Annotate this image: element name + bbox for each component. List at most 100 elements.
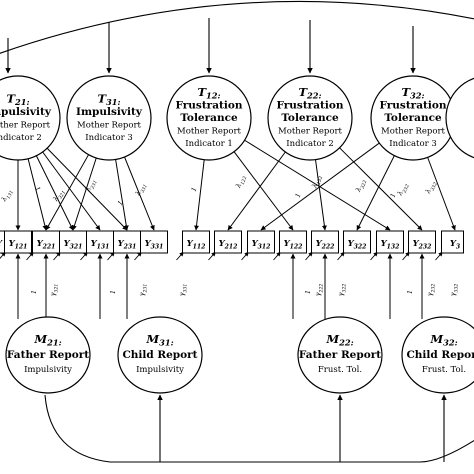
method-factor-title: M22: <box>325 332 353 348</box>
observed-label: Y312 <box>252 239 271 251</box>
trait-factor-line: Mother Report <box>381 127 446 137</box>
trait-loading-path <box>227 151 286 231</box>
observed-label: Y222 <box>316 239 335 251</box>
trait-loading-path <box>260 142 380 231</box>
observed-label: Y121 <box>9 239 28 251</box>
method-factor-line: Father Report <box>299 349 381 361</box>
observed-box <box>247 230 275 254</box>
observed-box <box>214 230 242 254</box>
trait-loading-label: λ332 <box>423 179 439 196</box>
trait-loading-path <box>46 147 128 231</box>
trait-factor-line: Indicator 3 <box>389 139 437 149</box>
observed-label: Y232 <box>413 239 432 251</box>
observed-label: Y212 <box>219 239 238 251</box>
trait-factor-line: Indicator 2 <box>286 139 334 149</box>
trait-factor-line: Indicator 2 <box>0 133 42 143</box>
trait-loading-path <box>244 139 391 231</box>
fixed-method-loading-label: 1 <box>304 290 312 294</box>
trait-loading-path <box>27 158 48 231</box>
fixed-loading-label: 1 <box>294 192 303 198</box>
observed-label: Y231 <box>118 239 137 251</box>
observed-label: Y122 <box>284 239 303 251</box>
observed-box <box>279 230 307 254</box>
observed-box <box>140 230 168 254</box>
method-factor-node <box>5 316 91 394</box>
trait-loading-label: λ122 <box>234 174 249 191</box>
method-factor-line: Child Report <box>406 349 474 361</box>
method-factor-title: M32: <box>429 332 457 348</box>
method-factor-title: M31: <box>145 332 173 348</box>
method-loading-label: γ232 <box>426 284 437 297</box>
trait-factor-line: Impulsivity <box>0 106 52 118</box>
trait-factor-line: Mother Report <box>0 120 51 130</box>
observed-label: Y132 <box>381 239 400 251</box>
trait-factor-node <box>445 77 474 159</box>
trait-factor-node <box>267 75 353 161</box>
observed-label: Y331 <box>145 239 164 251</box>
trait-loading-path <box>124 156 155 231</box>
method-factor-line: Child Report <box>122 349 197 361</box>
trait-factor-line: Frustration <box>276 100 343 112</box>
trait-loading-path <box>35 155 74 231</box>
method-loading-label: γ222 <box>314 284 325 297</box>
method-factor-title: M21: <box>33 332 61 348</box>
trait-factor-line: Tolerance <box>180 112 238 124</box>
trait-loading-path <box>42 151 101 231</box>
trait-loading-path <box>315 159 327 231</box>
observed-label: Y3 <box>450 239 461 251</box>
observed-box <box>311 230 339 254</box>
trait-factor-node <box>166 75 252 161</box>
trait-loading-path <box>115 159 129 231</box>
trait-factor-line: Mother Report <box>177 127 242 137</box>
observed-label: Y322 <box>348 239 367 251</box>
trait-factor-title: T12: <box>197 85 220 101</box>
trait-factor-title: T22: <box>298 85 321 101</box>
method-factor-line: Father Report <box>7 349 89 361</box>
trait-loading-label: λ321 <box>51 187 67 204</box>
trait-factor-line: Frustration <box>379 100 446 112</box>
labels-layer: YY121Y221Y321Y131Y231Y331Y112Y212Y312Y12… <box>0 85 474 375</box>
observed-label: Y131 <box>91 239 110 251</box>
observed-label-partial-left: Y <box>0 239 3 249</box>
fixed-method-loading-label: 1 <box>30 290 38 294</box>
trait-loading-label: λ132 <box>310 174 324 191</box>
trait-factor-line: Mother Report <box>278 127 343 137</box>
method-loading-label: γ331 <box>178 284 189 297</box>
trait-factor-node <box>66 75 152 161</box>
trait-factor-line: Indicator 1 <box>185 139 233 149</box>
trait-loading-path <box>356 155 395 231</box>
fixed-loading-label: 1 <box>116 199 125 207</box>
paths-layer <box>0 0 474 463</box>
method-loading-label: γ332 <box>449 284 460 297</box>
trait-factor-line: Impulsivity <box>76 106 143 118</box>
method-correlation-tail <box>419 439 474 463</box>
method-factor-line: Impulsivity <box>24 365 72 375</box>
observed-box <box>376 230 404 254</box>
method-factor-node <box>401 316 474 394</box>
observed-box <box>441 230 464 254</box>
trait-factor-line: Tolerance <box>281 112 339 124</box>
trait-loading-label-partial: λ131 <box>0 187 15 204</box>
observed-box <box>4 230 32 254</box>
trait-factor-line: Tolerance <box>384 112 442 124</box>
nodes-layer <box>0 75 474 394</box>
observed-box <box>343 230 371 254</box>
trait-factor-line: Frustration <box>175 100 242 112</box>
fixed-method-loading-label: 1 <box>406 290 414 294</box>
trait-factor-line: Mother Report <box>77 120 142 130</box>
trait-loading-path <box>45 154 89 231</box>
trait-loading-path <box>194 159 205 231</box>
observed-box <box>182 230 210 254</box>
method-factor-line: Frust. Tol. <box>422 365 466 375</box>
trait-loading-label: λ331 <box>133 181 149 198</box>
method-loading-label: γ321 <box>49 284 60 297</box>
trait-loading-path <box>72 157 97 231</box>
observed-label: Y321 <box>64 239 83 251</box>
trait-loading-label: λ231 <box>83 177 99 194</box>
method-correlation-arc <box>44 394 420 463</box>
method-factor-line: Frust. Tol. <box>318 365 362 375</box>
observed-label: Y112 <box>187 239 206 251</box>
trait-factor-node <box>0 75 61 161</box>
method-loading-label: γ322 <box>337 284 348 297</box>
